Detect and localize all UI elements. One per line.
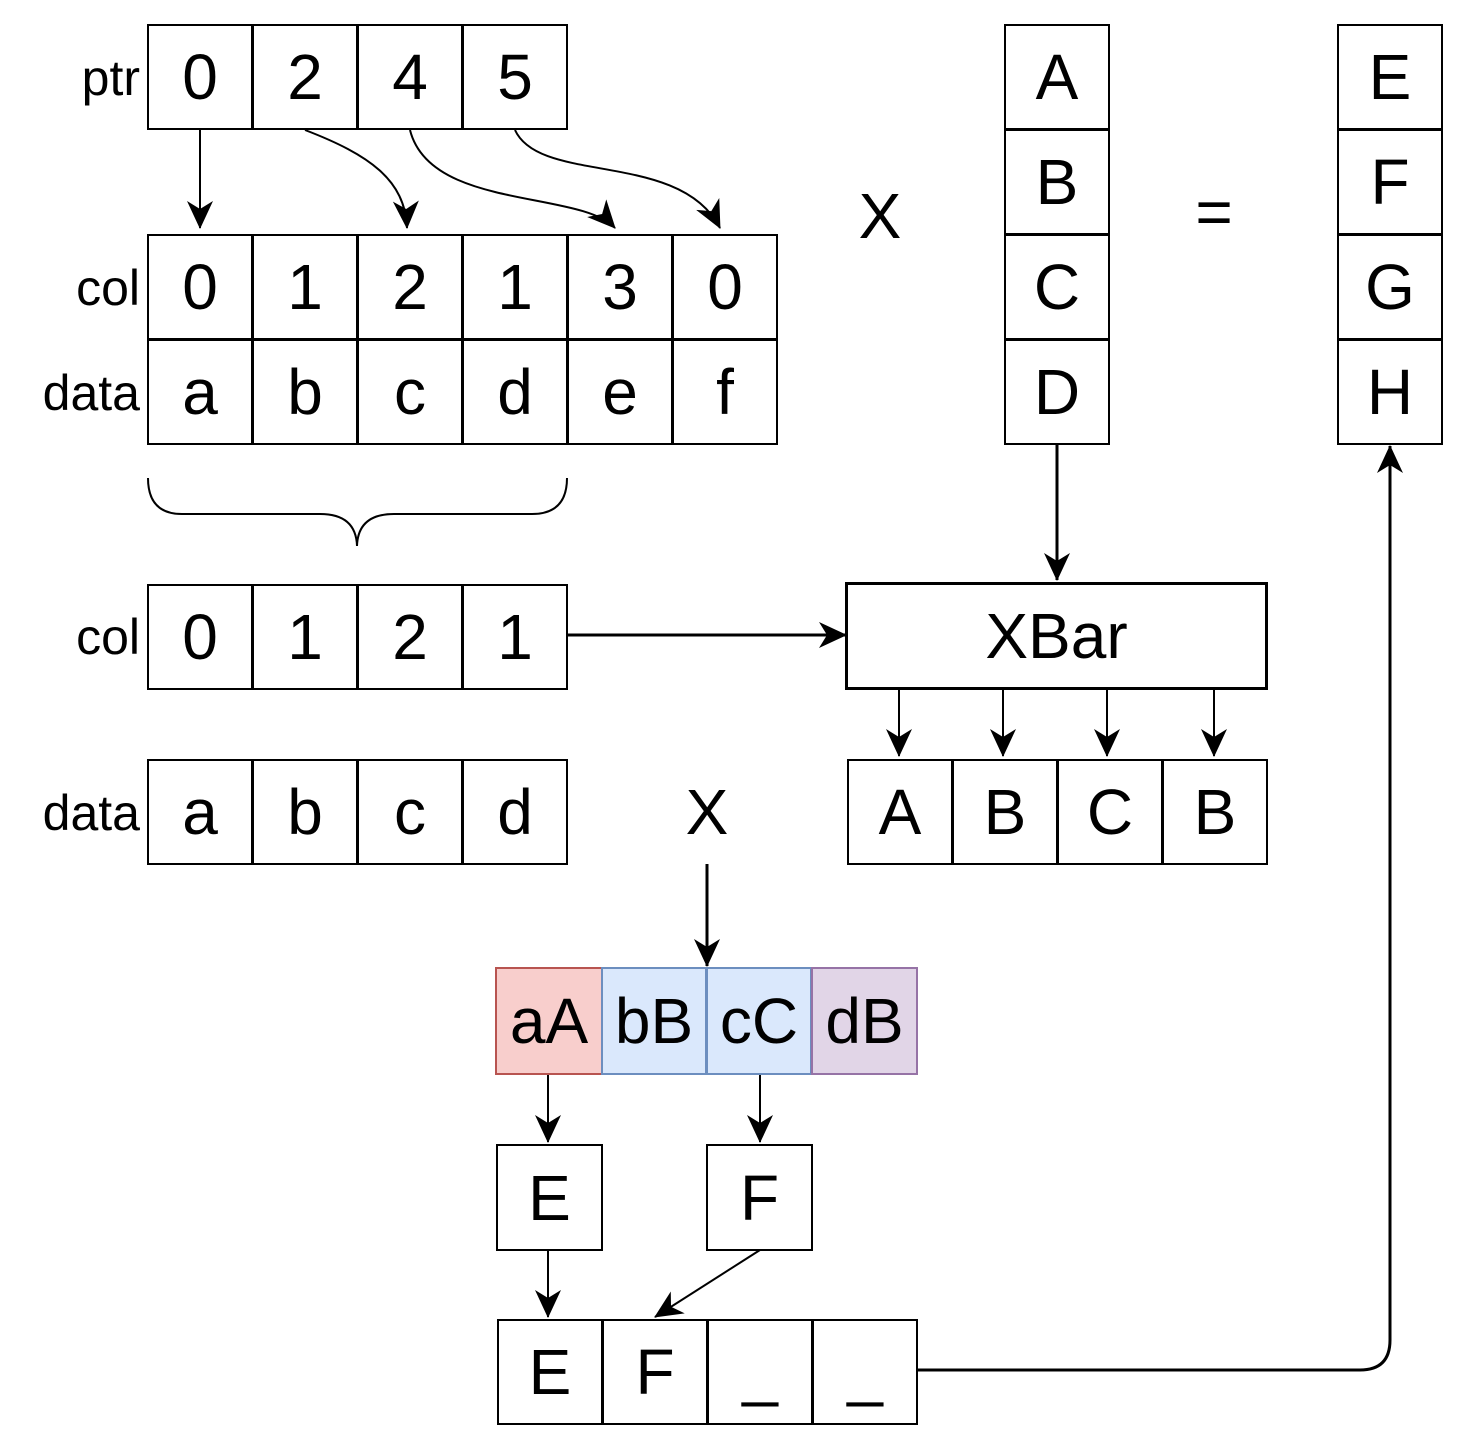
result-to-output-arrow [918,445,1403,1372]
row-data-cell: d [462,759,568,865]
row-col-label: col [76,609,140,665]
data-label: data [42,365,140,421]
vector-out-cell: E [1337,24,1443,130]
col-cell: 1 [252,234,358,340]
result-cell: _ [812,1319,918,1425]
vector-out-cell: F [1337,129,1443,235]
ptr-cell: 5 [462,24,568,130]
data-cell: c [357,339,463,445]
data-cell: d [462,339,568,445]
ptr-arrow-3 [514,129,721,229]
row-data-cell: b [252,759,358,865]
ptr-label: ptr [81,50,140,106]
data-cell: a [147,339,253,445]
xbar-block: XBar [845,582,1268,690]
xbar-output-cell: B [1162,759,1268,865]
ptr-cell: 2 [252,24,358,130]
vector-in-cell: B [1004,129,1110,235]
row-brace [147,477,568,547]
row-col-cell: 1 [462,584,568,690]
ptr-cell: 4 [357,24,463,130]
result-cell: F [602,1319,708,1425]
product-cell-blue: bB [601,967,707,1075]
vector-in-cell: A [1004,24,1110,130]
product-cell-purple: dB [811,967,918,1075]
col-cell: 2 [357,234,463,340]
equals-operator: = [1195,176,1233,248]
partial-sum-cell: F [706,1144,813,1251]
result-cell: E [497,1319,603,1425]
col-cell: 3 [567,234,673,340]
vector-out-cell: G [1337,234,1443,340]
vector-in-cell: D [1004,339,1110,445]
partial-sum-cell: E [496,1144,603,1251]
row-col-cell: 2 [357,584,463,690]
col-cell: 0 [672,234,778,340]
vector-out-cell: H [1337,339,1443,445]
product-cell-red: aA [495,967,603,1075]
row-col-cell: 1 [252,584,358,690]
row-data-label: data [42,785,140,841]
F-to-result-arrow [654,1249,761,1318]
data-cell: e [567,339,673,445]
row-col-cell: 0 [147,584,253,690]
result-cell: _ [707,1319,813,1425]
xbar-output-cell: C [1057,759,1163,865]
ptr-arrow-2 [409,129,616,229]
ptr-cell: 0 [147,24,253,130]
data-cell: b [252,339,358,445]
multiply-operator: X [858,180,902,252]
vector-in-cell: C [1004,234,1110,340]
row-data-cell: c [357,759,463,865]
col-cell: 1 [462,234,568,340]
ptr-arrow-1 [304,129,419,229]
data-cell: f [672,339,778,445]
product-cell-blue: cC [706,967,812,1075]
col-label: col [76,260,140,316]
xbar-output-cell: B [952,759,1058,865]
xbar-output-cell: A [847,759,953,865]
multiply-operator-2: X [685,776,729,848]
row-data-cell: a [147,759,253,865]
col-cell: 0 [147,234,253,340]
